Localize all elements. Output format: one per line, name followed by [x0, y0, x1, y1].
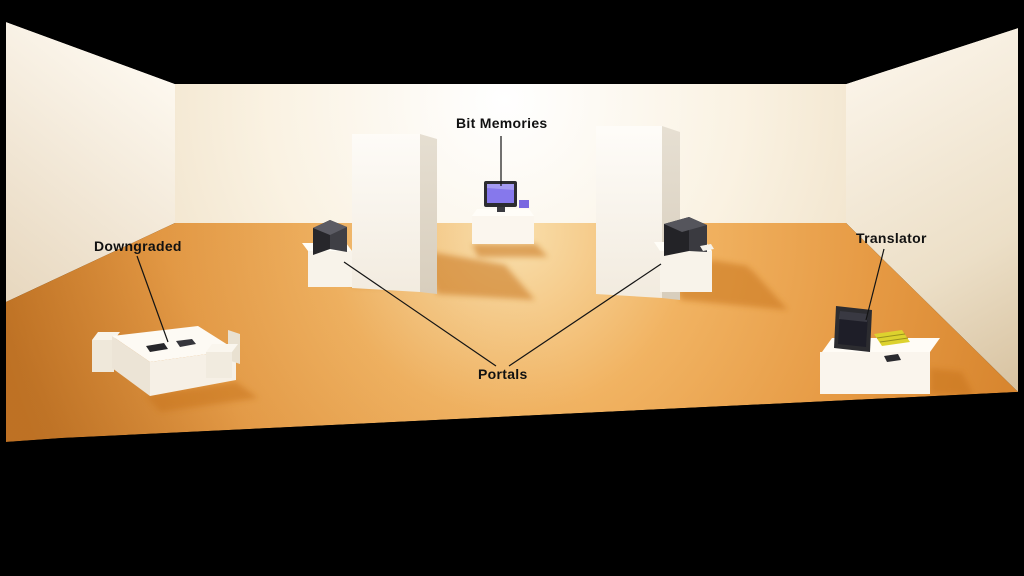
bit-memories-station [472, 181, 534, 244]
downgraded-stool-left-front [92, 340, 114, 372]
portal-right-pedestal-front [660, 251, 712, 292]
translator-keyboard-grid-1 [876, 333, 906, 339]
pillar-left-front [352, 134, 420, 292]
pedestal-right-shadow [712, 260, 760, 292]
portal-right-cube-top-face [664, 217, 707, 232]
translator-leader-line [865, 248, 885, 321]
right-wall [846, 28, 1018, 392]
downgraded-desk-shadow [146, 382, 258, 412]
floor-shading [6, 223, 1018, 442]
bit-memories-table-front [472, 216, 534, 244]
left-wall [6, 22, 175, 302]
downgraded-phone-1 [146, 343, 168, 352]
downgraded-phone-2 [176, 339, 196, 347]
portal-right-card [700, 244, 714, 251]
downgraded-desk-left-side [112, 336, 150, 396]
downgraded-desk-top [112, 326, 236, 362]
portals-leader-line-left [343, 261, 497, 367]
pillar-left-shadow [420, 250, 535, 300]
pillar-right-front [596, 126, 662, 298]
downgraded-leader-line [136, 255, 169, 343]
portal-left-pedestal-front [308, 251, 352, 287]
portal-left-cube-top-face [313, 220, 347, 235]
translator-desk-front [820, 352, 930, 394]
downgraded-chair-seat-top [206, 344, 238, 352]
bit-memories-cartridge [519, 200, 529, 208]
downgraded-label: Downgraded [94, 238, 182, 254]
translator-keyboard-grid-2 [879, 337, 909, 343]
bit-memories-label: Bit Memories [456, 115, 548, 131]
translator-mouse [884, 354, 901, 362]
pillar-left [352, 134, 437, 294]
translator-desk-shadow [930, 368, 974, 396]
bit-memories-table-top [472, 209, 534, 216]
downgraded-chair-seat-front [206, 352, 232, 378]
pillar-left-side [420, 134, 437, 294]
bit-memories-screen-glare [487, 184, 514, 190]
translator-station [820, 306, 940, 394]
translator-monitor-screen [838, 311, 868, 347]
portals-label: Portals [478, 366, 528, 382]
portal-station-right [654, 217, 714, 292]
bit-memories-table-shadow [472, 244, 548, 257]
translator-label: Translator [856, 230, 927, 246]
portal-station-left [302, 220, 352, 287]
bit-memories-monitor-screen [487, 184, 514, 203]
translator-screen-glare [839, 311, 868, 322]
bit-memories-monitor-stand [497, 205, 505, 212]
downgraded-station [92, 326, 240, 396]
portals-leader-line-right [508, 263, 662, 367]
